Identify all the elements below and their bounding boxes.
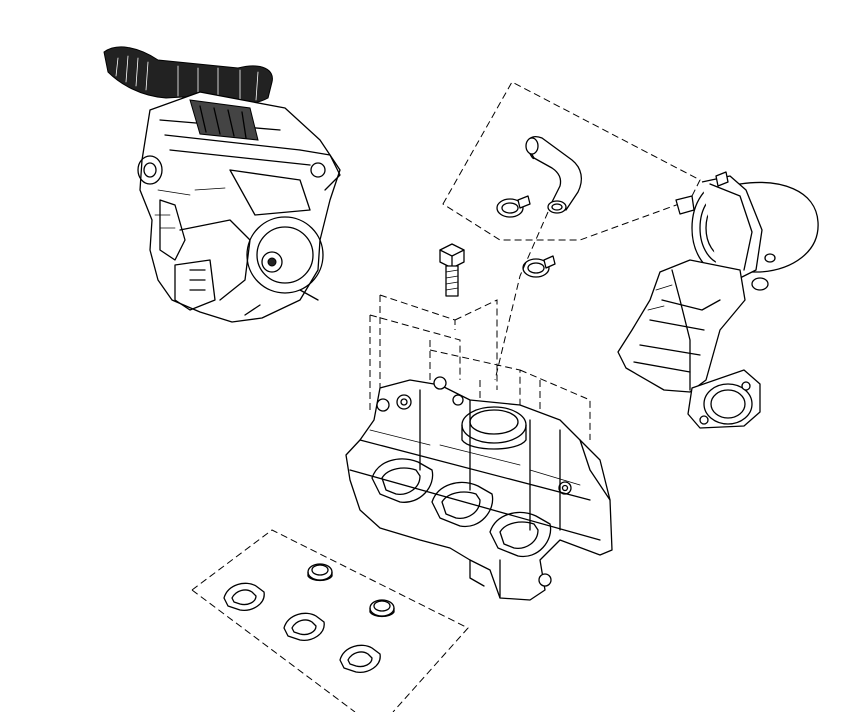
manifold-gasket-icon bbox=[339, 644, 381, 673]
hose-clamp-icon bbox=[496, 195, 531, 218]
engine-assembly-icon bbox=[103, 46, 341, 323]
manifold-gasket-icon bbox=[283, 612, 325, 641]
turbo-elbow-pipe-icon bbox=[617, 171, 819, 429]
breather-hose-icon bbox=[525, 136, 583, 214]
gasket-set-outline bbox=[191, 529, 469, 712]
hose-clamp-icon bbox=[522, 255, 556, 278]
leader-line bbox=[494, 211, 549, 381]
intake-manifold-icon bbox=[345, 376, 613, 601]
bolt-projection-lines bbox=[369, 294, 591, 440]
bolt-icon bbox=[439, 243, 465, 297]
o-ring-seal-icon bbox=[369, 599, 395, 618]
o-ring-seal-icon bbox=[307, 563, 333, 582]
manifold-gasket-icon bbox=[223, 582, 265, 611]
